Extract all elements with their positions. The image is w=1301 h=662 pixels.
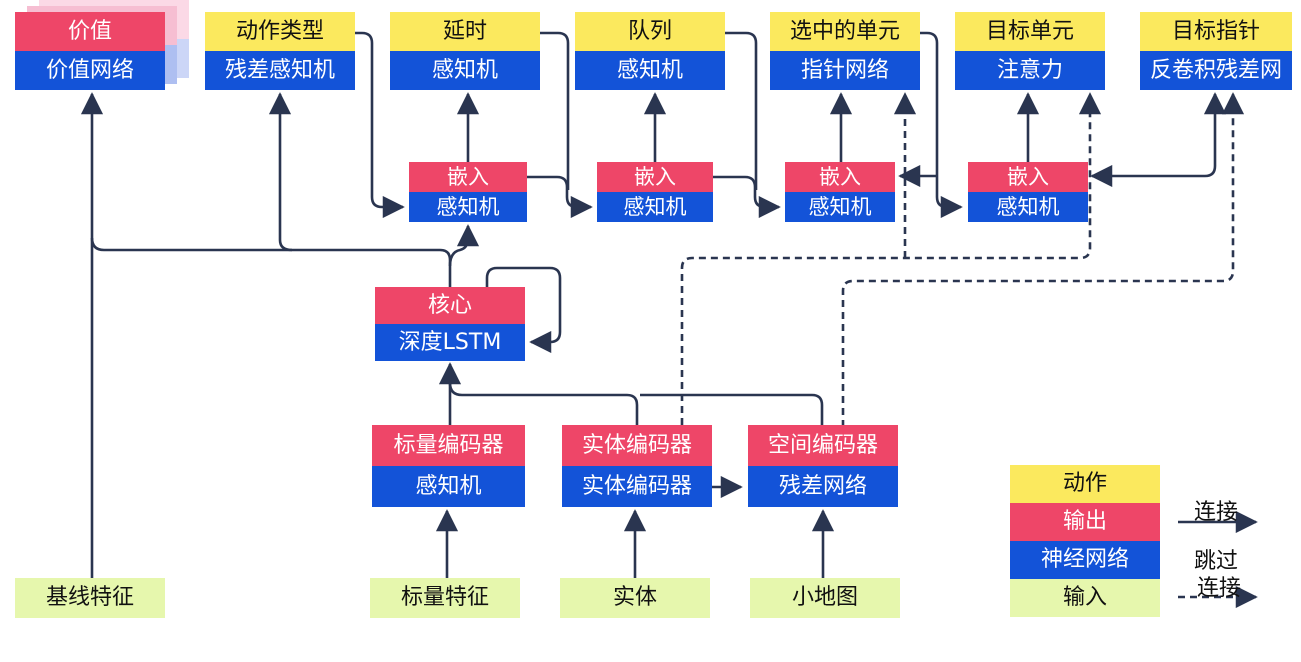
encoder-entity-network-label: 实体编码器 [562,466,712,507]
encoder-spatial-network-label: 残差网络 [748,466,898,507]
edge-rail-to-embed1 [448,224,480,267]
edge-selected-to-embed4 [920,31,963,219]
head-target-point-action-label: 目标指针 [1140,12,1292,51]
head-value-network-label: 价值网络 [15,51,165,90]
input-scalar-features: 标量特征 [370,578,520,618]
head-target-point: 目标指针 反卷积残差网 [1140,12,1292,90]
legend-output-label: 输出 [1010,503,1160,541]
head-delay-action-label: 延时 [390,12,540,51]
embed-2: 嵌入 感知机 [597,162,713,222]
edge-actiontype-to-embed1 [355,31,405,219]
encoder-spatial-label: 空间编码器 [748,425,898,466]
encoder-entity: 实体编码器 实体编码器 [562,425,712,507]
legend-network-label: 神经网络 [1010,541,1160,579]
embed-4-label: 嵌入 [968,162,1088,192]
head-selected-units-action-label: 选中的单元 [770,12,920,51]
embed-1: 嵌入 感知机 [409,162,527,222]
head-target-unit-network-label: 注意力 [955,51,1105,90]
edge-core-recurrent-loop [485,266,562,354]
core-label: 核心 [375,287,525,324]
embed-3-label: 嵌入 [785,162,895,192]
edge-queue-down-merge [725,31,758,190]
head-selected-units: 选中的单元 指针网络 [770,12,920,90]
head-delay-network-label: 感知机 [390,51,540,90]
legend-color-key: 动作 输出 神经网络 输入 [1010,465,1160,617]
edge-rail-to-actiontype [268,92,293,252]
core-network-label: 深度LSTM [375,324,525,361]
embed-2-label: 嵌入 [597,162,713,192]
edge-core-output-rail [90,237,452,287]
head-queue-network-label: 感知机 [575,51,725,90]
embed-3-network-label: 感知机 [785,192,895,222]
head-action-type-network-label: 残差感知机 [205,51,355,90]
input-entities: 实体 [560,578,710,618]
skip-spatialenc-to-targetpoint [841,92,1245,427]
legend-action-label: 动作 [1010,465,1160,503]
edge-embed1-to-embed2 [527,175,593,219]
embed-4: 嵌入 感知机 [968,162,1088,222]
head-queue: 队列 感知机 [575,12,725,90]
encoder-scalar: 标量编码器 感知机 [372,425,525,507]
head-delay: 延时 感知机 [390,12,540,90]
head-value-action-label: 价值 [15,12,165,51]
head-selected-units-network-label: 指针网络 [770,51,920,90]
encoder-spatial: 空间编码器 残差网络 [748,425,898,507]
head-value: 价值 价值网络 [15,12,165,90]
head-action-type-action-label: 动作类型 [205,12,355,51]
embed-2-network-label: 感知机 [597,192,713,222]
edge-embed2-to-embed3 [713,175,781,219]
encoder-entity-label: 实体编码器 [562,425,712,466]
input-minimap: 小地图 [750,578,900,618]
edge-spatialenc-to-core [640,393,824,427]
legend-input-label: 输入 [1010,579,1160,617]
head-target-point-network-label: 反卷积残差网 [1140,51,1292,90]
head-target-unit-action-label: 目标单元 [955,12,1105,51]
head-queue-action-label: 队列 [575,12,725,51]
head-action-type: 动作类型 残差感知机 [205,12,355,90]
encoder-scalar-label: 标量编码器 [372,425,525,466]
legend-solid-arrow-label: 连接 [1194,500,1239,525]
embed-1-network-label: 感知机 [409,192,527,222]
core-box: 核心 深度LSTM [375,287,525,361]
legend-dashed-arrow-label2: 连接 [1197,576,1242,601]
legend-dashed-arrow-label1: 跳过 [1194,549,1239,574]
embed-1-label: 嵌入 [409,162,527,192]
input-baseline-features: 基线特征 [15,578,165,618]
embed-3: 嵌入 感知机 [785,162,895,222]
head-target-unit: 目标单元 注意力 [955,12,1105,90]
skip-entityenc-to-targetunit [680,92,1102,425]
edge-delay-down-merge [540,31,570,190]
edge-entityenc-to-core [448,375,639,425]
edge-embed4-targetpoint [1090,92,1227,188]
encoder-scalar-network-label: 感知机 [372,466,525,507]
embed-4-network-label: 感知机 [968,192,1088,222]
